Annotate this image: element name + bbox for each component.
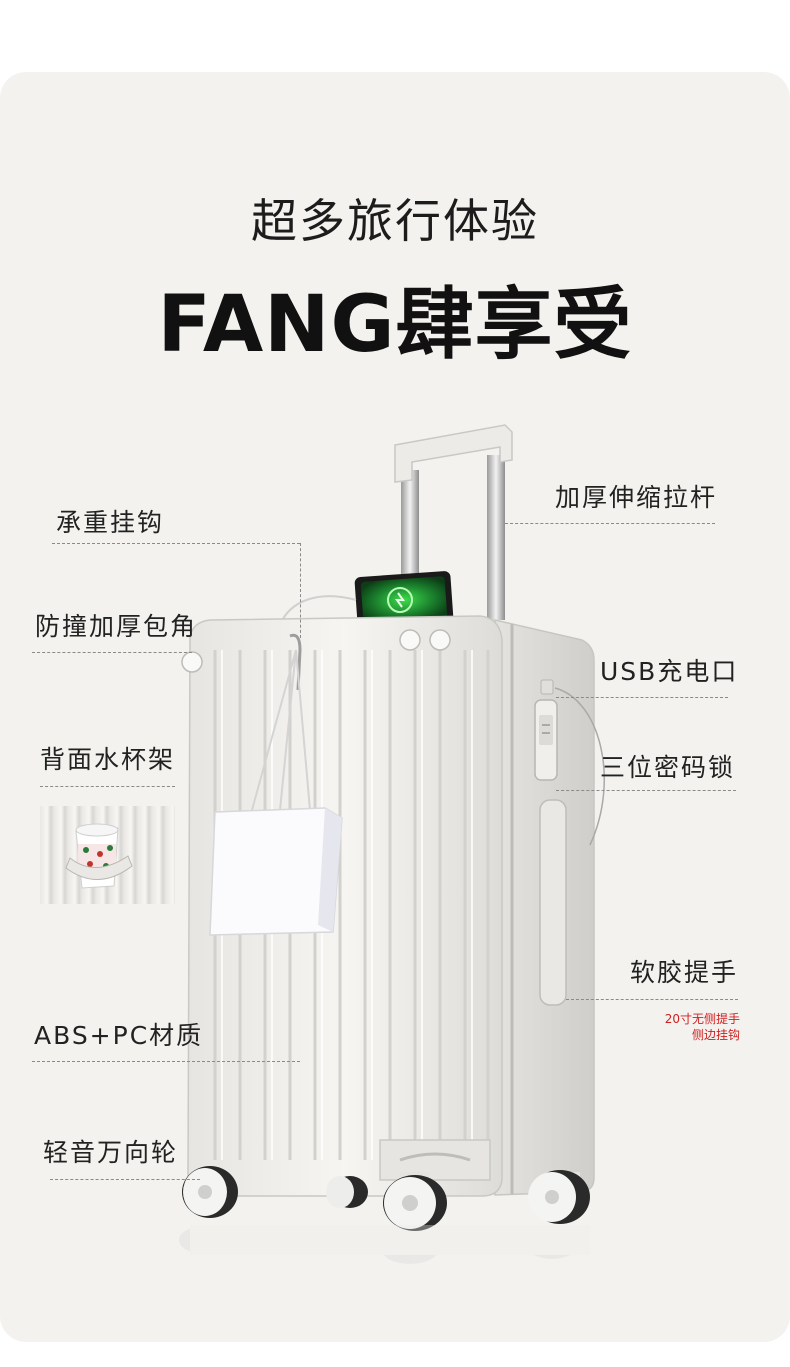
feature-label-wheels: 轻音万向轮: [43, 1138, 179, 1167]
feature-label-trolley: 加厚伸缩拉杆: [555, 483, 718, 512]
feature-label-handle: 软胶提手: [630, 958, 739, 987]
floor-reflection: [179, 1225, 590, 1264]
lock-icon: [534, 679, 558, 781]
feature-label-cup-holder: 背面水杯架: [40, 745, 176, 774]
usb-cable: [279, 595, 357, 626]
handle-note: 20寸无侧提手 侧边挂钩: [620, 1011, 740, 1043]
cup-holder-inset: [40, 806, 175, 904]
feature-label-corner-guard: 防撞加厚包角: [35, 612, 198, 641]
trolley-pole-right: [487, 455, 505, 620]
shopping-bag-icon: [209, 807, 343, 936]
feature-label-lock: 三位密码锁: [600, 753, 736, 782]
hook-icon: [289, 633, 302, 691]
corner-guards: [181, 629, 451, 673]
side-handle: [539, 799, 567, 1006]
page-subtitle: 超多旅行体验: [251, 194, 539, 248]
feature-label-hook: 承重挂钩: [56, 508, 165, 537]
handle-note-line1: 20寸无侧提手: [664, 1012, 740, 1026]
handle-note-line2: 侧边挂钩: [691, 1028, 740, 1042]
phone-icon: [354, 571, 454, 629]
page-title: FANG肆享受: [157, 280, 633, 370]
feature-label-usb: USB充电口: [600, 657, 739, 686]
feature-label-material: ABS+PC材质: [34, 1021, 204, 1050]
trolley-grip: [394, 424, 513, 483]
wheels: [182, 1166, 590, 1231]
